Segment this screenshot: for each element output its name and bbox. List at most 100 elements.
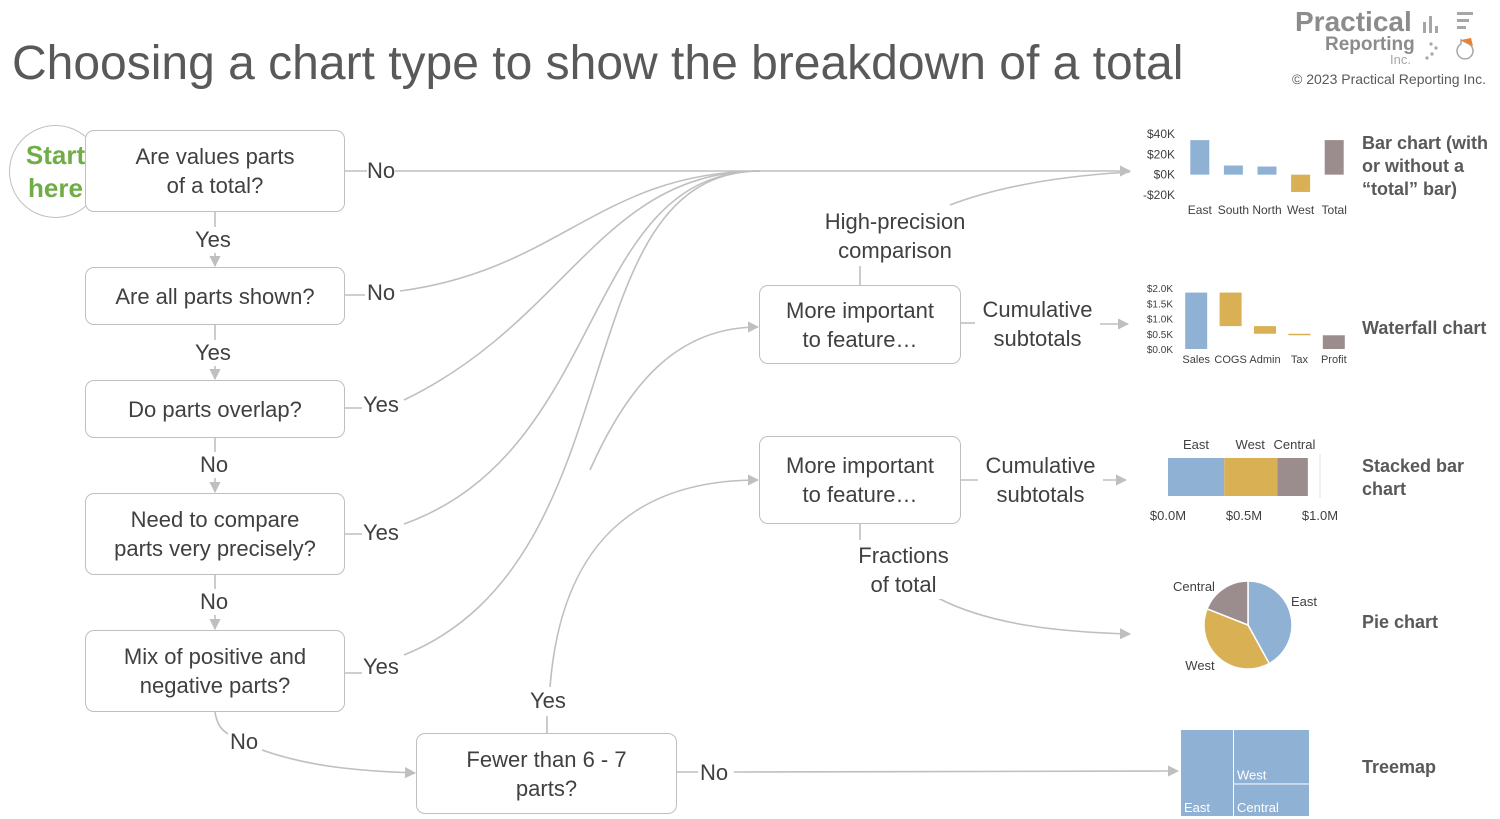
logo-word-inc: Inc. bbox=[1390, 52, 1411, 67]
stacked-segment bbox=[1277, 458, 1308, 496]
question-text-line2: to feature… bbox=[802, 482, 918, 507]
edge-label-fractions-of-total: Fractions of total bbox=[846, 541, 961, 599]
x-tick-label: South bbox=[1218, 203, 1249, 217]
bar bbox=[1190, 140, 1210, 175]
x-tick-label: Total bbox=[1322, 203, 1347, 217]
question-text-line2: parts very precisely? bbox=[114, 536, 316, 561]
segment-label: East bbox=[1183, 437, 1209, 452]
edge-label-q5-yes: Yes bbox=[363, 654, 399, 680]
treemap-cell bbox=[1181, 730, 1233, 816]
question-text-line1: More important bbox=[786, 297, 934, 323]
chart-type-pie: Pie chart bbox=[1362, 612, 1439, 632]
question-text-line2: negative parts? bbox=[139, 673, 291, 698]
edge-label-q6-yes: Yes bbox=[530, 688, 566, 714]
treemap-cell bbox=[1234, 730, 1309, 784]
edge-label-q4-no: No bbox=[200, 589, 229, 615]
question-parts-of-total: Are values parts of a total? bbox=[85, 130, 345, 212]
edge-label-cumulative-subtotals-2: Cumulative subtotals bbox=[978, 451, 1103, 509]
y-tick-label: $1.5K bbox=[1147, 299, 1173, 310]
question-text-line1: Mix of positive and bbox=[123, 644, 307, 669]
bar bbox=[1291, 174, 1311, 192]
y-tick-label: $1.0K bbox=[1147, 315, 1173, 326]
y-tick-label: $0.5K bbox=[1147, 330, 1173, 341]
logo-word-reporting: Reporting bbox=[1325, 34, 1415, 55]
chart-type-line2: or without a bbox=[1362, 156, 1464, 176]
edge-label-line1: Cumulative bbox=[982, 297, 1093, 322]
question-parts-overlap: Do parts overlap? bbox=[85, 380, 345, 438]
y-tick-label: $2.0K bbox=[1147, 284, 1173, 295]
question-feature-fractions: More important to feature… bbox=[759, 436, 961, 524]
edge-label-line2: subtotals bbox=[993, 326, 1082, 351]
bar bbox=[1223, 165, 1243, 175]
start-label-line2: here bbox=[28, 172, 83, 203]
edge-label-line1: High-precision bbox=[824, 209, 966, 234]
slice-label: West bbox=[1185, 658, 1215, 673]
x-tick-label: Tax bbox=[1291, 354, 1309, 366]
page-title: Choosing a chart type to show the breakd… bbox=[12, 37, 1184, 90]
question-text-line1: Need to compare bbox=[130, 507, 300, 532]
question-text: Are all parts shown? bbox=[115, 283, 315, 309]
edge-label-q6-no: No bbox=[700, 760, 729, 786]
waterfall-bar bbox=[1322, 335, 1345, 349]
x-tick-label: $0.0M bbox=[1150, 508, 1186, 523]
edge-label-line2: comparison bbox=[838, 238, 952, 263]
x-tick-label: East bbox=[1188, 203, 1213, 217]
question-text-line2: of a total? bbox=[166, 173, 264, 198]
copyright-text: © 2023 Practical Reporting Inc. bbox=[1292, 71, 1486, 87]
question-fewer-parts: Fewer than 6 - 7 parts? bbox=[416, 733, 677, 814]
slice-label: East bbox=[1291, 594, 1317, 609]
edge-label-line2: subtotals bbox=[996, 482, 1085, 507]
edge-label-q2-no: No bbox=[367, 280, 396, 306]
stacked-segment bbox=[1224, 458, 1278, 496]
edge-label-q4-yes: Yes bbox=[363, 520, 399, 546]
bar bbox=[1257, 166, 1277, 175]
question-text-line2: parts? bbox=[515, 775, 578, 801]
question-text-line1: Fewer than 6 - 7 bbox=[466, 746, 627, 772]
chart-type-line3: “total” bar) bbox=[1362, 179, 1458, 199]
pie-slice bbox=[1203, 607, 1271, 670]
x-tick-label: COGS bbox=[1214, 354, 1246, 366]
slice-label: Central bbox=[1173, 579, 1215, 594]
question-text-line1: More important bbox=[786, 453, 934, 478]
edge-label-line2: of total bbox=[870, 572, 937, 597]
segment-label: West bbox=[1236, 437, 1266, 452]
chart-type-line1: Stacked bar bbox=[1362, 456, 1465, 476]
edge-label-q3-no: No bbox=[200, 452, 229, 478]
edge-label-q1-yes: Yes bbox=[195, 227, 231, 253]
edge-label-q1-no: No bbox=[367, 158, 396, 184]
edge-label-cumulative-subtotals-1: Cumulative subtotals bbox=[975, 295, 1100, 353]
treemap-label: West bbox=[1237, 767, 1267, 782]
edge-label-line1: Fractions bbox=[858, 543, 949, 568]
waterfall-bar bbox=[1185, 292, 1208, 349]
mini-stacked-bar-chart: East West Central $0.0M $0.5M $1.0M bbox=[1150, 437, 1338, 523]
question-positive-negative: Mix of positive and negative parts? bbox=[85, 630, 345, 712]
x-tick-label: Profit bbox=[1321, 354, 1347, 366]
y-tick-label: $40K bbox=[1147, 127, 1175, 141]
question-text-line1: Are values parts bbox=[135, 144, 295, 169]
segment-label: Central bbox=[1273, 437, 1315, 452]
stacked-segment bbox=[1168, 458, 1225, 496]
waterfall-bar bbox=[1288, 333, 1311, 336]
edge-label-high-precision: High-precision comparison bbox=[810, 207, 980, 265]
chart-type-stacked: Stacked bar chart bbox=[1362, 455, 1464, 501]
treemap-cell bbox=[1234, 784, 1309, 816]
bar bbox=[1324, 140, 1344, 175]
start-label-line1: Start bbox=[25, 139, 86, 170]
question-all-parts-shown: Are all parts shown? bbox=[85, 267, 345, 325]
waterfall-bar bbox=[1219, 292, 1242, 327]
x-tick-label: $0.5M bbox=[1226, 508, 1262, 523]
treemap-label: Central bbox=[1237, 800, 1279, 815]
x-tick-label: Admin bbox=[1249, 354, 1280, 366]
edge-label-q5-no: No bbox=[230, 729, 259, 755]
edge-label-q2-yes: Yes bbox=[195, 340, 231, 366]
y-tick-label: $0.0K bbox=[1147, 345, 1173, 356]
pie-slice bbox=[1206, 580, 1249, 627]
question-text-line2: to feature… bbox=[802, 326, 918, 352]
treemap-label: East bbox=[1184, 800, 1210, 815]
y-tick-label: $0K bbox=[1154, 168, 1175, 182]
x-tick-label: $1.0M bbox=[1302, 508, 1338, 523]
